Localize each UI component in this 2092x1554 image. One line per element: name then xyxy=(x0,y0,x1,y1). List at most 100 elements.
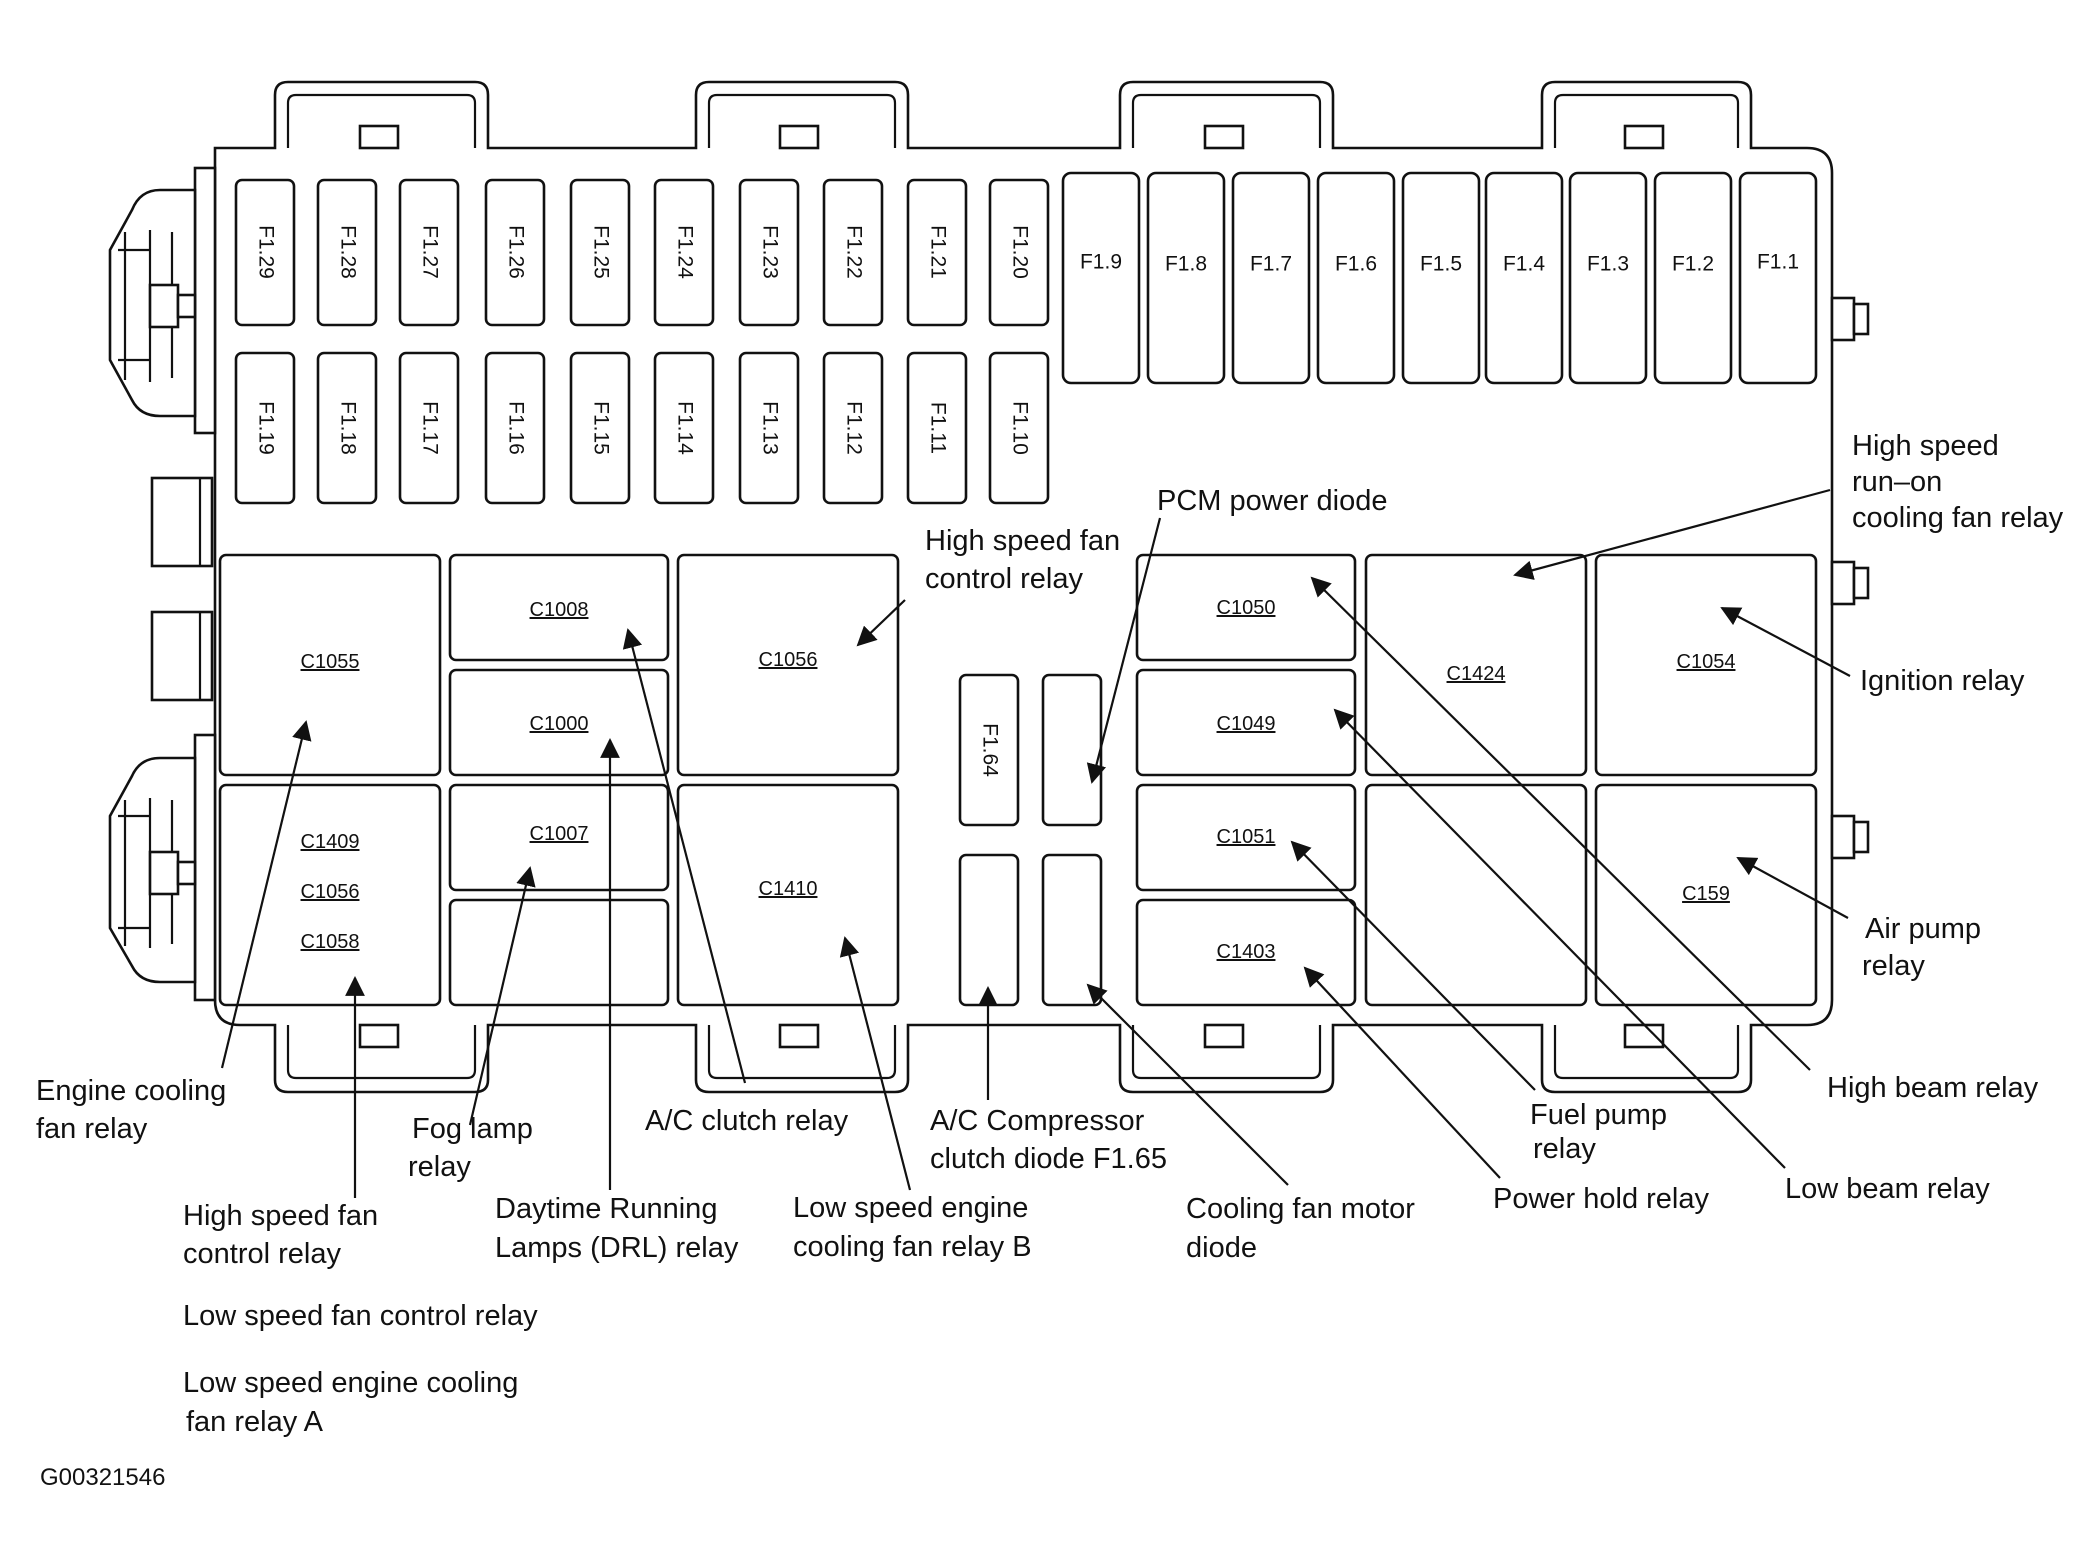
svg-text:C1403: C1403 xyxy=(1217,941,1276,963)
svg-text:F1.2: F1.2 xyxy=(1672,253,1714,276)
label-cooling-fan-motor-diode: Cooling fan motor diode xyxy=(1186,1193,1423,1264)
fuse-f1-11: F1.11 xyxy=(906,351,968,505)
relay-blank-1 xyxy=(448,898,670,1007)
fuse-f1-8: F1.8 xyxy=(1146,171,1226,385)
fuse-f1-5: F1.5 xyxy=(1401,171,1481,385)
label-ac-clutch-relay: A/C clutch relay xyxy=(645,1105,849,1137)
svg-text:F1.11: F1.11 xyxy=(926,402,949,454)
svg-text:F1.5: F1.5 xyxy=(1420,253,1462,276)
svg-text:F1.7: F1.7 xyxy=(1250,253,1292,276)
relay-blank-2 xyxy=(1364,783,1588,1007)
fuse-f1-26: F1.26 xyxy=(484,178,546,327)
leader-engine-cooling-fan-relay xyxy=(220,720,312,1069)
svg-text:F1.18: F1.18 xyxy=(336,401,359,455)
svg-text:F1.22: F1.22 xyxy=(842,225,865,279)
label-fuel-pump-relay: Fuel pump relay xyxy=(1530,1099,1675,1165)
svg-text:C1008: C1008 xyxy=(530,599,589,621)
fuse-f1-9: F1.9 xyxy=(1061,171,1141,385)
label-fog-lamp-relay: Fog lamp relay xyxy=(408,1113,541,1183)
fuse-f1-3: F1.3 xyxy=(1568,171,1648,385)
svg-text:F1.8: F1.8 xyxy=(1165,253,1207,276)
leader-fuel-pump-relay xyxy=(1290,840,1536,1091)
svg-text:C1007: C1007 xyxy=(530,823,589,845)
fuse-f1-17: F1.17 xyxy=(398,351,460,505)
relay-c1049: C1049 xyxy=(1135,668,1357,777)
pcm-power-diode-slot xyxy=(1041,673,1103,827)
label-high-beam-relay: High beam relay xyxy=(1827,1072,2039,1104)
svg-text:C1000: C1000 xyxy=(530,713,589,735)
svg-text:C1050: C1050 xyxy=(1217,597,1276,619)
leader-ac-clutch-relay xyxy=(622,628,747,1084)
svg-text:F1.3: F1.3 xyxy=(1587,253,1629,276)
label-air-pump-relay: Air pump relay xyxy=(1862,913,1989,982)
label-engine-cooling-fan-relay: Engine cooling fan relay xyxy=(36,1075,234,1145)
fuse-f1-15: F1.15 xyxy=(569,351,631,505)
leader-ignition-relay xyxy=(1720,607,1851,677)
relay-c1000: C1000 xyxy=(448,668,670,777)
svg-text:F1.28: F1.28 xyxy=(336,225,359,279)
fuse-f1-12: F1.12 xyxy=(822,351,884,505)
fuse-f1-6: F1.6 xyxy=(1316,171,1396,385)
label-power-hold-relay: Power hold relay xyxy=(1493,1183,1709,1215)
svg-text:C1049: C1049 xyxy=(1217,713,1276,735)
fuse-f1-25: F1.25 xyxy=(569,178,631,327)
svg-text:F1.19: F1.19 xyxy=(254,401,277,455)
relay-c1055: C1055 xyxy=(218,553,442,777)
relay-blocks: C1055 C1008 C1000 C1056 C1409 C1056 C105… xyxy=(218,553,1818,1007)
relay-c1008: C1008 xyxy=(448,553,670,662)
fuse-f1-23: F1.23 xyxy=(738,178,800,327)
label-pcm-power-diode: PCM power diode xyxy=(1157,485,1388,517)
svg-text:F1.12: F1.12 xyxy=(842,401,865,455)
fuse-f1-20: F1.20 xyxy=(988,178,1050,327)
fuse-f1-22: F1.22 xyxy=(822,178,884,327)
relay-c1410: C1410 xyxy=(676,783,900,1007)
label-high-speed-run-on: High speed run–on cooling fan relay xyxy=(1852,430,2064,534)
label-drl-relay: Daytime Running Lamps (DRL) relay xyxy=(495,1193,739,1264)
svg-text:C1424: C1424 xyxy=(1447,663,1506,685)
leader-low-beam-relay xyxy=(1333,708,1786,1169)
svg-text:F1.1: F1.1 xyxy=(1757,251,1799,274)
fuse-f1-21: F1.21 xyxy=(906,178,968,327)
fuse-f1-1: F1.1 xyxy=(1738,171,1818,385)
label-ignition-relay: Ignition relay xyxy=(1860,665,2025,697)
leader-lines xyxy=(220,488,1851,1198)
leader-low-speed-engine-relay-b xyxy=(839,936,912,1191)
fuse-row-large: F1.9 F1.8 F1.7 F1.6 F1.5 F1.4 F1.3 F1.2 … xyxy=(1061,171,1818,385)
left-side-block-1 xyxy=(150,476,214,568)
svg-text:C1056: C1056 xyxy=(301,881,360,903)
svg-text:C1409: C1409 xyxy=(301,831,360,853)
svg-text:C1056: C1056 xyxy=(759,649,818,671)
callout-labels: High speed fan control relay PCM power d… xyxy=(36,430,2064,1491)
relay-c1050: C1050 xyxy=(1135,553,1357,662)
fuse-f1-10: F1.10 xyxy=(988,351,1050,505)
svg-text:C1054: C1054 xyxy=(1677,651,1736,673)
fuse-f1-29: F1.29 xyxy=(234,178,296,327)
leader-cooling-fan-motor-diode xyxy=(1086,983,1289,1186)
svg-text:F1.25: F1.25 xyxy=(589,225,612,279)
svg-text:F1.13: F1.13 xyxy=(758,401,781,455)
label-low-speed-fan-control-relay: Low speed fan control relay xyxy=(183,1300,538,1332)
fuse-f1-2: F1.2 xyxy=(1653,171,1733,385)
label-low-speed-engine-relay-a: Low speed engine cooling fan relay A xyxy=(183,1367,526,1438)
left-connector-top xyxy=(108,166,217,435)
leader-fog-lamp-relay xyxy=(468,866,536,1126)
fuse-f1-16: F1.16 xyxy=(484,351,546,505)
svg-text:F1.4: F1.4 xyxy=(1503,253,1545,276)
svg-text:C1058: C1058 xyxy=(301,931,360,953)
svg-text:F1.29: F1.29 xyxy=(254,225,277,279)
svg-text:F1.16: F1.16 xyxy=(504,401,527,455)
svg-text:F1.9: F1.9 xyxy=(1080,251,1122,274)
label-high-speed-fan-control-relay-bottom: High speed fan control relay xyxy=(183,1200,386,1270)
relay-c1403: C1403 xyxy=(1135,898,1357,1007)
fuse-row-top: F1.29 F1.28 F1.27 F1.26 F1.25 F1.24 F1.2… xyxy=(234,178,1050,327)
svg-text:F1.23: F1.23 xyxy=(758,225,781,279)
leader-high-speed-fan-control-top xyxy=(856,599,906,647)
relay-c1424: C1424 xyxy=(1364,553,1588,777)
svg-text:C1051: C1051 xyxy=(1217,826,1276,848)
relay-c159: C159 xyxy=(1594,783,1818,1007)
relay-c1056: C1056 xyxy=(676,553,900,777)
svg-text:F1.24: F1.24 xyxy=(673,225,696,279)
relay-c1007: C1007 xyxy=(448,783,670,892)
leader-pcm-power-diode xyxy=(1086,517,1162,784)
relay-c1051: C1051 xyxy=(1135,783,1357,892)
